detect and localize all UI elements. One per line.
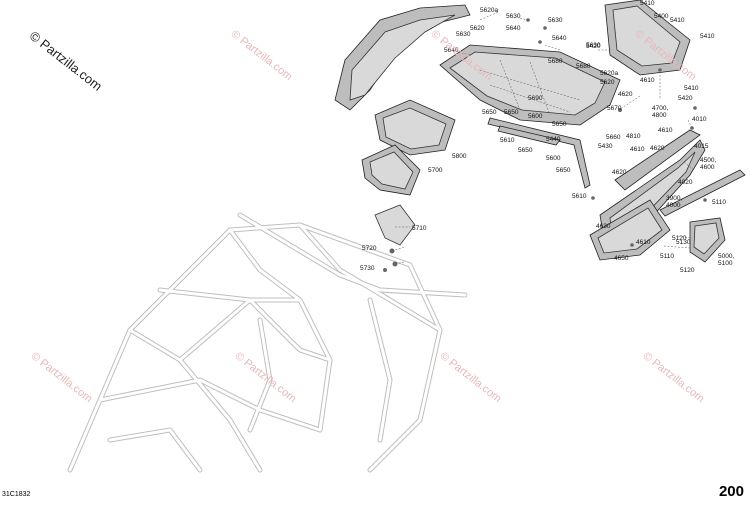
callout-c5600-2: 5600 (546, 155, 561, 162)
callout-c4610-3: 4610 (630, 146, 645, 153)
callout-c5610-1: 5610 (500, 137, 515, 144)
part-side-rails (487, 117, 591, 189)
callout-c5650-1: 5650 (482, 109, 497, 116)
callout-c5630-2: 5630 (548, 17, 563, 24)
callout-c5650-3: 5650 (552, 121, 567, 128)
callout-c5610-2: 5610 (572, 193, 587, 200)
callout-c4620-3: 4620 (612, 169, 627, 176)
callout-c5620a-1: 5620a (480, 7, 498, 14)
part-bracket-5710 (374, 204, 416, 246)
callout-c5420-2: 5420 (678, 95, 693, 102)
callout-c5410-4: 5410 (684, 85, 699, 92)
callout-c5650-2: 5650 (504, 109, 519, 116)
callout-c4620-2: 4620 (650, 145, 665, 152)
callout-c4630: 4630 (596, 223, 611, 230)
callout-c5600-1: 5600 (528, 113, 543, 120)
callout-c5420-1: 5420 (586, 43, 601, 50)
callout-c5640-1: 5640 (444, 47, 459, 54)
callout-c5400: 5400 (654, 13, 669, 20)
callout-c5130: 5130 (676, 239, 691, 246)
callout-c5660: 5660 (606, 134, 621, 141)
callout-c5620-1: 5620 (470, 25, 485, 32)
frame-roll-cage (67, 212, 468, 473)
callout-c4010: 4010 (692, 116, 707, 123)
part-panel-5800 (374, 99, 456, 156)
callout-c5410-2: 5410 (670, 17, 685, 24)
part-mud-guard (589, 199, 671, 261)
callout-c5650-4: 5650 (518, 147, 533, 154)
callout-c5620a-2: 5620a (600, 70, 618, 77)
part-long-bar (659, 169, 746, 217)
callout-c5640-2: 5640 (506, 25, 521, 32)
callout-c5430: 5430 (598, 143, 613, 150)
callout-c5630-3: 5630 (456, 31, 471, 38)
callout-c5120-1: 5120 (672, 235, 687, 242)
callout-c4610-1: 4610 (640, 77, 655, 84)
callout-c5690: 5690 (528, 95, 543, 102)
part-rear-corner-panel (604, 0, 691, 76)
callout-c4650: 4650 (614, 255, 629, 262)
part-panel-5700 (361, 144, 421, 196)
callout-c4810: 4810 (626, 133, 641, 140)
callout-c5620-2: 5620 (600, 79, 615, 86)
leader-lines (391, 11, 695, 265)
callout-c5680-1: 5680 (576, 63, 591, 70)
callout-c5110-2: 5110 (660, 253, 674, 260)
part-rear-fender-left (334, 4, 471, 111)
callout-c4700: 4700,4800 (652, 105, 668, 119)
callout-c5680-2: 5680 (548, 58, 563, 65)
callout-c5640-3: 5640 (552, 35, 567, 42)
callout-c4500: 4500,4600 (700, 157, 716, 171)
callout-labels: 5620a56305630562056405640564056305630568… (360, 0, 734, 274)
callout-c5440: 5440 (546, 136, 561, 143)
callout-c4610-4: 4610 (636, 239, 651, 246)
callout-c4020: 4020 (678, 179, 693, 186)
callout-c5710: 5710 (412, 225, 427, 232)
drawing-code: 31C1832 (2, 491, 31, 498)
hardware-fasteners (383, 18, 707, 272)
callout-c5720: 5720 (362, 245, 377, 252)
callout-c5630-1: 5630 (506, 13, 521, 20)
callout-c5670: 5670 (607, 105, 622, 112)
callout-c4015: 4015 (694, 143, 709, 150)
callout-c5000: 5000,5100 (718, 253, 734, 267)
part-cover-5130 (689, 217, 726, 263)
callout-c4620-1: 4620 (618, 91, 633, 98)
callout-c5730: 5730 (360, 265, 375, 272)
callout-c4610-2: 4610 (658, 127, 673, 134)
callout-c5120-2: 5120 (680, 267, 695, 274)
callout-c5630-4: 5630 (586, 42, 601, 49)
page-number: 200 (718, 483, 744, 500)
callout-c5410-1: 5410 (640, 0, 655, 7)
callout-c5110-1: 5110 (712, 199, 726, 206)
callout-c5650-5: 5650 (556, 167, 571, 174)
callout-c3900: 3900,4000 (666, 195, 682, 209)
part-cargo-box (439, 44, 621, 126)
callout-c5700: 5700 (428, 167, 443, 174)
callout-c5410-3: 5410 (700, 33, 715, 40)
callout-c5800: 5800 (452, 153, 467, 160)
